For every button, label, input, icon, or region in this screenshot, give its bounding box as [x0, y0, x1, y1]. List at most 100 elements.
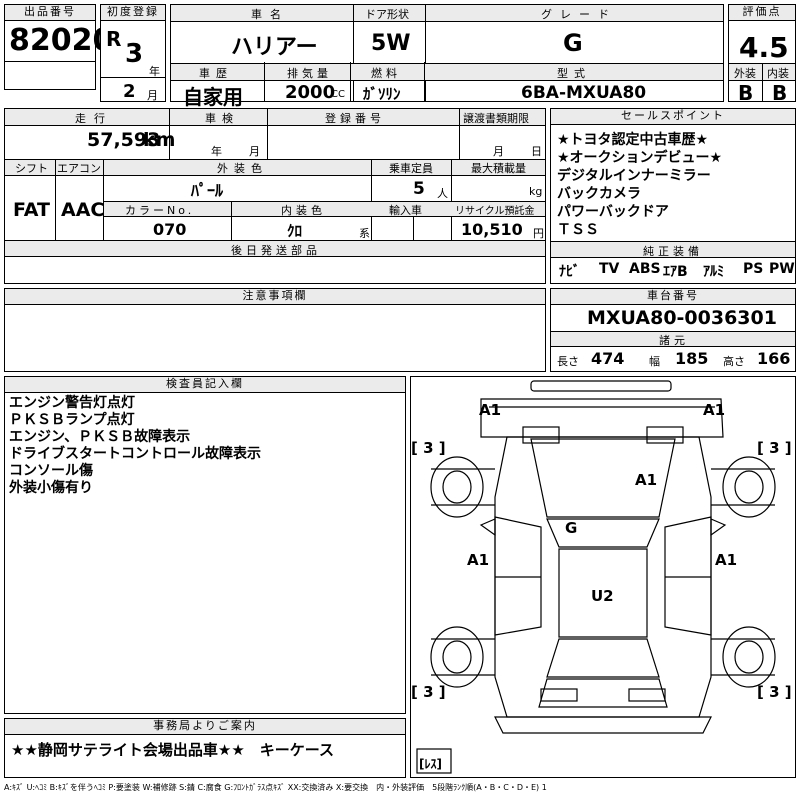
chassis-number: MXUA80-0036301 [587, 307, 777, 329]
capacity: 5 [413, 179, 425, 199]
inspector-box: 検査員記入欄 エンジン警告灯点灯 ＰＫＳＢランプ点灯 エンジン、ＰＫＳＢ故障表示… [4, 376, 406, 714]
sales-point: ★オークションデビュー★ [557, 150, 723, 166]
equip-item: ｴｱB [663, 264, 688, 280]
chassis-box: 車台番号 MXUA80-0036301 諸元 長さ 474 幅 185 高さ 1… [550, 288, 796, 372]
sales-point: ★トヨタ認定中古車歴★ [557, 132, 709, 148]
inspector-line: 外装小傷有り [9, 480, 93, 496]
equip-item: ﾅﾋﾞ [559, 264, 580, 280]
km-unit: km [143, 129, 176, 151]
mileage: 57,593 [87, 129, 161, 151]
inspector-line: エンジン警告灯点灯 [9, 395, 135, 411]
tire-front-left: [ 3 ] [411, 439, 446, 457]
recycle-label: リサイクル預託金 [455, 206, 535, 217]
spec-label: 諸元 [659, 334, 689, 347]
int-label: 内装 [767, 67, 789, 80]
sales-point: ＴＳＳ [557, 222, 599, 238]
office-notice-box: 事務局よりご案内 ★★静岡サテライト会場出品車★★ キーケース [4, 718, 406, 778]
insp-year-unit: 年 [211, 145, 222, 158]
score-label: 評価点 [729, 5, 795, 21]
import-label: 輸入車 [389, 204, 422, 217]
int-color-label: 内装色 [281, 204, 326, 217]
inspector-label: 検査員記入欄 [5, 377, 405, 393]
length-label: 長さ [557, 355, 579, 368]
car-diagram [416, 380, 776, 774]
sales-points-label: セールスポイント [551, 109, 795, 125]
transfer-label: 譲渡書類期限 [463, 112, 529, 125]
transfer-month-unit: 月 [493, 145, 504, 158]
office-notice-label: 事務局よりご案内 [5, 719, 405, 735]
damage-front-left: A1 [479, 401, 502, 419]
damage-right-door: A1 [715, 551, 738, 569]
reg-month: 2 [123, 81, 136, 102]
color-number: 070 [153, 220, 187, 239]
displacement-label: 排気量 [287, 67, 332, 80]
tire-rear-right: [ 3 ] [757, 683, 792, 701]
tire-rear-left: [ 3 ] [411, 683, 446, 701]
width: 185 [675, 349, 709, 368]
score-box: 評価点 4.5 外装 内装 B B [728, 4, 796, 105]
equipment-label: 純正装備 [643, 245, 703, 258]
damage-windshield: G [565, 519, 578, 537]
length: 474 [591, 349, 625, 368]
cc-unit: CC [331, 89, 345, 100]
legend: A:ｷｽﾞ U:ﾍｺﾐ B:ｷｽﾞを伴うﾍｺﾐ P:要塗装 W:補修跡 S:錆 … [4, 783, 547, 792]
model-code: 6BA-MXUA80 [521, 83, 647, 103]
tire-front-right: [ 3 ] [757, 439, 792, 457]
inspector-line: ドライブスタートコントロール故障表示 [9, 446, 261, 462]
kei-unit: 系 [359, 227, 370, 240]
equip-item: PW [769, 261, 795, 277]
shift-type: FAT [13, 199, 50, 221]
history-label: 車歴 [199, 67, 233, 80]
equip-item: TV [599, 261, 620, 277]
load-label: 最大積載量 [471, 162, 526, 175]
chassis-label: 車台番号 [551, 289, 795, 305]
inspector-line: コンソール傷 [9, 463, 93, 479]
ac-type: AAC [61, 199, 105, 221]
shift-label: シフト [15, 162, 48, 175]
inspector-line: ＰＫＳＢランプ点灯 [9, 412, 135, 428]
door-type: 5W [371, 31, 411, 56]
sales-point: バックカメラ [557, 186, 641, 202]
later-parts-label: 後日発送部品 [231, 244, 321, 257]
lot-number-box: 出品番号 82020 [4, 4, 113, 90]
damage-front-right: A1 [703, 401, 726, 419]
car-name: ハリアー [231, 35, 318, 60]
model-label: 型式 [557, 67, 591, 80]
height: 166 [757, 349, 791, 368]
spare-tire: [ﾚｽ] [419, 757, 442, 771]
fuel-label: 燃料 [371, 67, 401, 80]
inspector-line: エンジン、ＰＫＳＢ故障表示 [9, 429, 191, 445]
car-info-box: 車名 ドア形状 グレード ハリアー 5W G 車歴 排気量 燃料 型式 自家用 … [170, 4, 724, 109]
recycle-fee: 10,510 [461, 220, 523, 239]
car-name-label: 車名 [251, 8, 289, 21]
lot-number: 82020 [9, 23, 114, 58]
first-registration-box: 初度登録 R 3 年 2 月 [100, 4, 166, 102]
grade: G [563, 29, 583, 57]
ext-grade: B [738, 81, 754, 105]
ext-label: 外装 [734, 67, 756, 80]
first-registration-label: 初度登録 [101, 5, 165, 21]
vehicle-history: 自家用 [183, 85, 243, 109]
insp-month-unit: 月 [249, 145, 260, 158]
displacement: 2000 [285, 82, 336, 103]
int-grade: B [772, 81, 788, 105]
kg-unit: kg [529, 185, 543, 198]
car-diagram-box: A1 A1 A1 G A1 A1 U2 [ 3 ] [ 3 ] [ 3 ] [ … [410, 376, 796, 778]
overall-score: 4.5 [739, 31, 789, 64]
month-unit: 月 [147, 89, 158, 102]
equip-item: ｱﾙﾐ [703, 264, 724, 280]
mileage-label: 走行 [75, 112, 113, 125]
door-label: ドア形状 [365, 8, 409, 21]
year-unit: 年 [149, 65, 160, 78]
lot-number-label: 出品番号 [5, 5, 95, 21]
interior-color: ｸﾛ [287, 222, 303, 240]
damage-hood: A1 [635, 471, 658, 489]
equip-item: ABS [629, 261, 661, 277]
ac-label: エアコン [57, 162, 101, 175]
equip-item: PS [743, 261, 764, 277]
grade-label: グレード [541, 8, 617, 21]
width-label: 幅 [649, 355, 660, 368]
details-box: 走行 車検 登録番号 譲渡書類期限 57,593 km 年 月 月 日 シフト … [4, 108, 546, 284]
height-label: 高さ [723, 355, 745, 368]
color-name: ﾊﾟｰﾙ [191, 181, 224, 200]
